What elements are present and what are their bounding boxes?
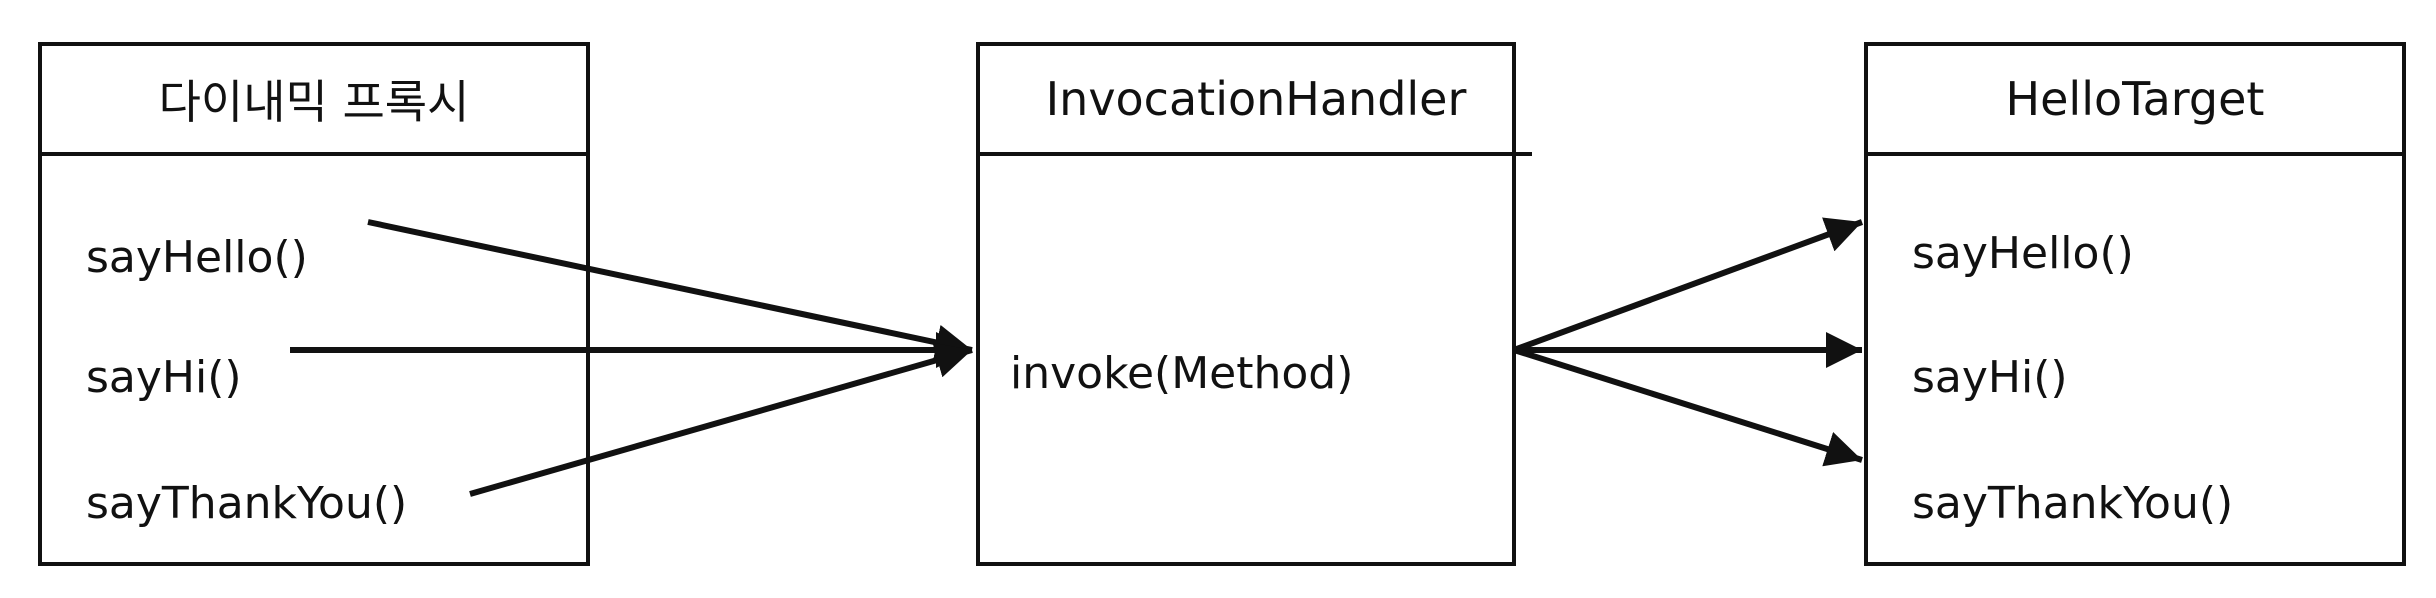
- proxy-method-say-hi: sayHi(): [86, 352, 242, 403]
- hello-target-title: HelloTarget: [1868, 46, 2402, 156]
- hello-target-box: HelloTarget sayHello() sayHi() sayThankY…: [1864, 42, 2406, 566]
- target-method-say-hi: sayHi(): [1912, 352, 2068, 403]
- arrow-say-thank-you-to-invoke: [469, 342, 973, 497]
- proxy-method-say-hello: sayHello(): [86, 232, 308, 283]
- arrow-invoke-to-say-hello: [1512, 217, 1864, 353]
- arrow-invoke-to-say-thank-you: [1513, 347, 1863, 467]
- handler-method-invoke: invoke(Method): [1010, 348, 1354, 399]
- dynamic-proxy-title: 다이내믹 프록시: [42, 46, 586, 156]
- target-method-say-thank-you: sayThankYou(): [1912, 478, 2234, 529]
- invocation-handler-title: InvocationHandler: [980, 46, 1532, 156]
- arrow-say-hello-to-invoke: [367, 219, 973, 361]
- target-method-say-hello: sayHello(): [1912, 228, 2134, 279]
- invocation-handler-box: InvocationHandler invoke(Method): [976, 42, 1532, 566]
- dynamic-proxy-box: 다이내믹 프록시 sayHello() sayHi() sayThankYou(…: [38, 42, 590, 566]
- proxy-method-say-thank-you: sayThankYou(): [86, 478, 408, 529]
